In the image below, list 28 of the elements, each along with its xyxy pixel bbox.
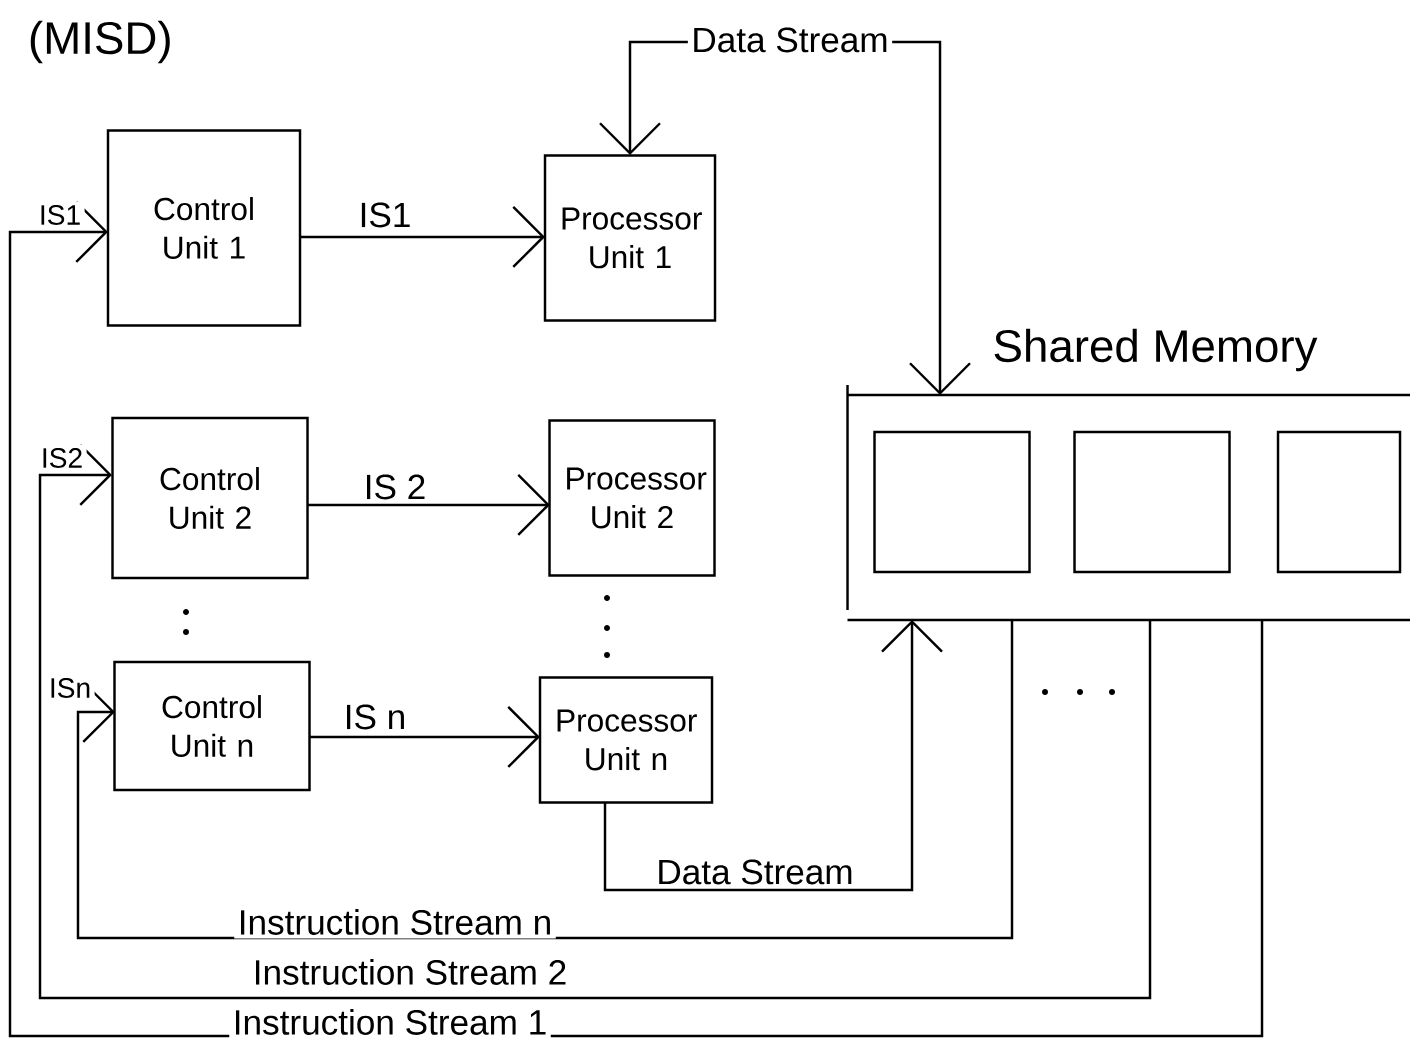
arrow <box>603 620 943 892</box>
edge-label: Instruction Stream 1 <box>229 1005 551 1039</box>
input-label: IS2 <box>37 444 87 472</box>
processor-unit-box: Processor Unit 2 <box>548 419 716 577</box>
title: (MISD) <box>30 20 170 64</box>
control-unit-box: Control Unit n <box>113 660 311 792</box>
arrow <box>76 620 1014 940</box>
processor-unit-box: Processor Unit n <box>538 676 714 804</box>
control-unit-box: Control Unit 2 <box>111 416 309 580</box>
edge-label: IS1 <box>355 199 415 231</box>
memory-band: Shared Memory <box>846 328 1410 622</box>
arrow <box>307 474 551 536</box>
arrow <box>300 206 545 268</box>
memory-cell <box>873 430 1031 574</box>
arrow <box>38 444 1152 1000</box>
edge-label: IS n <box>340 701 410 733</box>
arrow <box>310 706 540 768</box>
edge-label: Data Stream <box>687 24 893 56</box>
memory-cell <box>1073 430 1231 574</box>
edge-label: Data Stream <box>652 856 858 888</box>
control-unit-box: Control Unit 1 <box>106 129 302 327</box>
input-label: IS1 <box>35 201 85 229</box>
memory-cell <box>1276 430 1402 574</box>
input-label: ISn <box>45 674 95 702</box>
edge-label: Instruction Stream 2 <box>249 955 571 989</box>
edge-label: IS 2 <box>360 471 430 503</box>
edge-label: Instruction Stream n <box>234 905 556 939</box>
processor-unit-box: Processor Unit 1 <box>543 154 717 322</box>
